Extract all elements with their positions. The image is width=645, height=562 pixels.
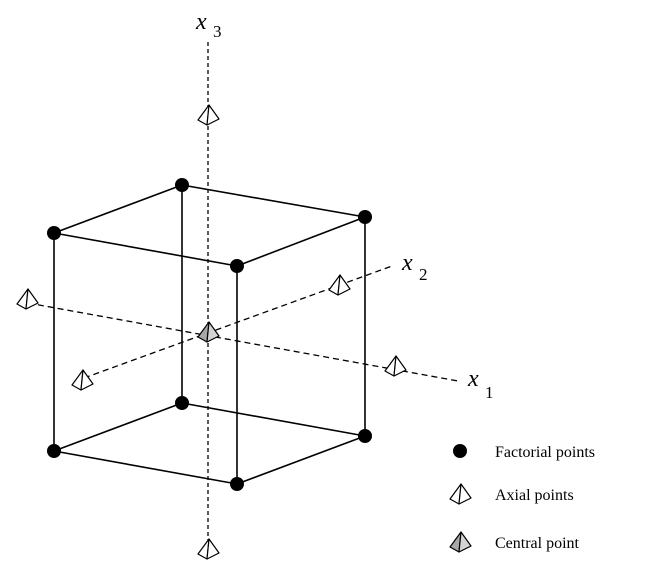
legend-label-central: Central point: [495, 535, 580, 552]
pyramid-face: [393, 355, 407, 377]
pyramid-face: [206, 538, 220, 560]
pyramid-face: [206, 321, 220, 343]
cube-edge: [181, 402, 366, 437]
factorial-points: [47, 178, 372, 491]
factorial-point: [47, 444, 61, 458]
factorial-point: [230, 477, 244, 491]
axis-x2-letter: x: [401, 250, 413, 276]
pyramid-points: [16, 104, 472, 560]
axis-label-x2: x 2: [401, 250, 428, 284]
axes: [27, 42, 459, 540]
legend-label-axial: Axial points: [495, 487, 574, 504]
axial-point: [16, 288, 39, 310]
axis-x3-subscript: 3: [213, 22, 222, 41]
axis-x2-subscript: 2: [419, 265, 428, 284]
factorial-point: [358, 210, 372, 224]
pyramid-face: [80, 369, 94, 391]
factorial-point: [358, 429, 372, 443]
axial-point: [384, 355, 407, 377]
cube-edge: [53, 402, 183, 452]
pyramid-face: [458, 531, 472, 553]
cube-edge: [53, 184, 183, 234]
cube-edge: [236, 435, 366, 485]
axial-point: [197, 104, 220, 126]
axis-x1-subscript: 1: [485, 383, 494, 402]
cube-edge: [181, 184, 366, 218]
cube: [53, 184, 366, 485]
factorial-point: [230, 259, 244, 273]
factorial-point: [47, 226, 61, 240]
pyramid-face: [206, 104, 220, 126]
cube-edge: [53, 232, 238, 267]
factorial-point: [175, 178, 189, 192]
factorial-point: [175, 396, 189, 410]
axis-label-x3: x 3: [195, 9, 222, 41]
central-point: [197, 321, 220, 343]
legend-central-symbol: [449, 531, 472, 553]
legend-label-factorial: Factorial points: [495, 444, 595, 461]
cube-edge: [53, 450, 238, 485]
axis-x3-letter: x: [195, 9, 207, 35]
pyramid-face: [337, 274, 351, 296]
pyramid-face: [458, 483, 472, 505]
legend-factorial-symbol: [453, 444, 467, 458]
axial-point: [197, 538, 220, 560]
axial-point: [71, 369, 94, 391]
axis-x1-line: [27, 302, 459, 382]
axis-label-x1: x 1: [467, 366, 494, 402]
axial-point: [328, 274, 351, 296]
pyramid-face: [25, 288, 39, 310]
axis-x1-letter: x: [467, 366, 479, 392]
legend: Factorial points Axial points Central po…: [453, 444, 595, 552]
legend-axial-symbol: [449, 483, 472, 505]
cube-edge: [236, 216, 366, 267]
